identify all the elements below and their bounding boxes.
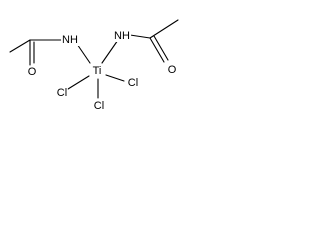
atom-o-left: O: [26, 66, 38, 78]
atom-o-right: O: [166, 64, 178, 76]
atom-ti: Ti: [91, 65, 103, 77]
bond-right-carbonyl-a: [149, 37, 165, 63]
bond-left-methyl: [9, 39, 31, 53]
atom-nh-left: NH: [61, 34, 79, 46]
atom-cl-left: Cl: [55, 87, 69, 99]
atom-cl-bottom: Cl: [92, 100, 106, 112]
bond-right-carbonyl-b: [153, 35, 169, 61]
atom-nh-right: NH: [113, 30, 131, 42]
structure-diagram: NH NH Ti Cl Cl Cl O O: [0, 0, 188, 120]
bond-ti-cl-left: [67, 75, 90, 90]
bond-right-n-ti: [101, 39, 119, 64]
bond-right-methyl: [149, 19, 179, 39]
bond-lines: [9, 19, 179, 99]
bond-left-n-ti: [76, 43, 91, 64]
bond-right-n-c: [129, 34, 151, 39]
atom-cl-right: Cl: [126, 77, 140, 89]
bond-ti-cl-right: [105, 74, 125, 82]
